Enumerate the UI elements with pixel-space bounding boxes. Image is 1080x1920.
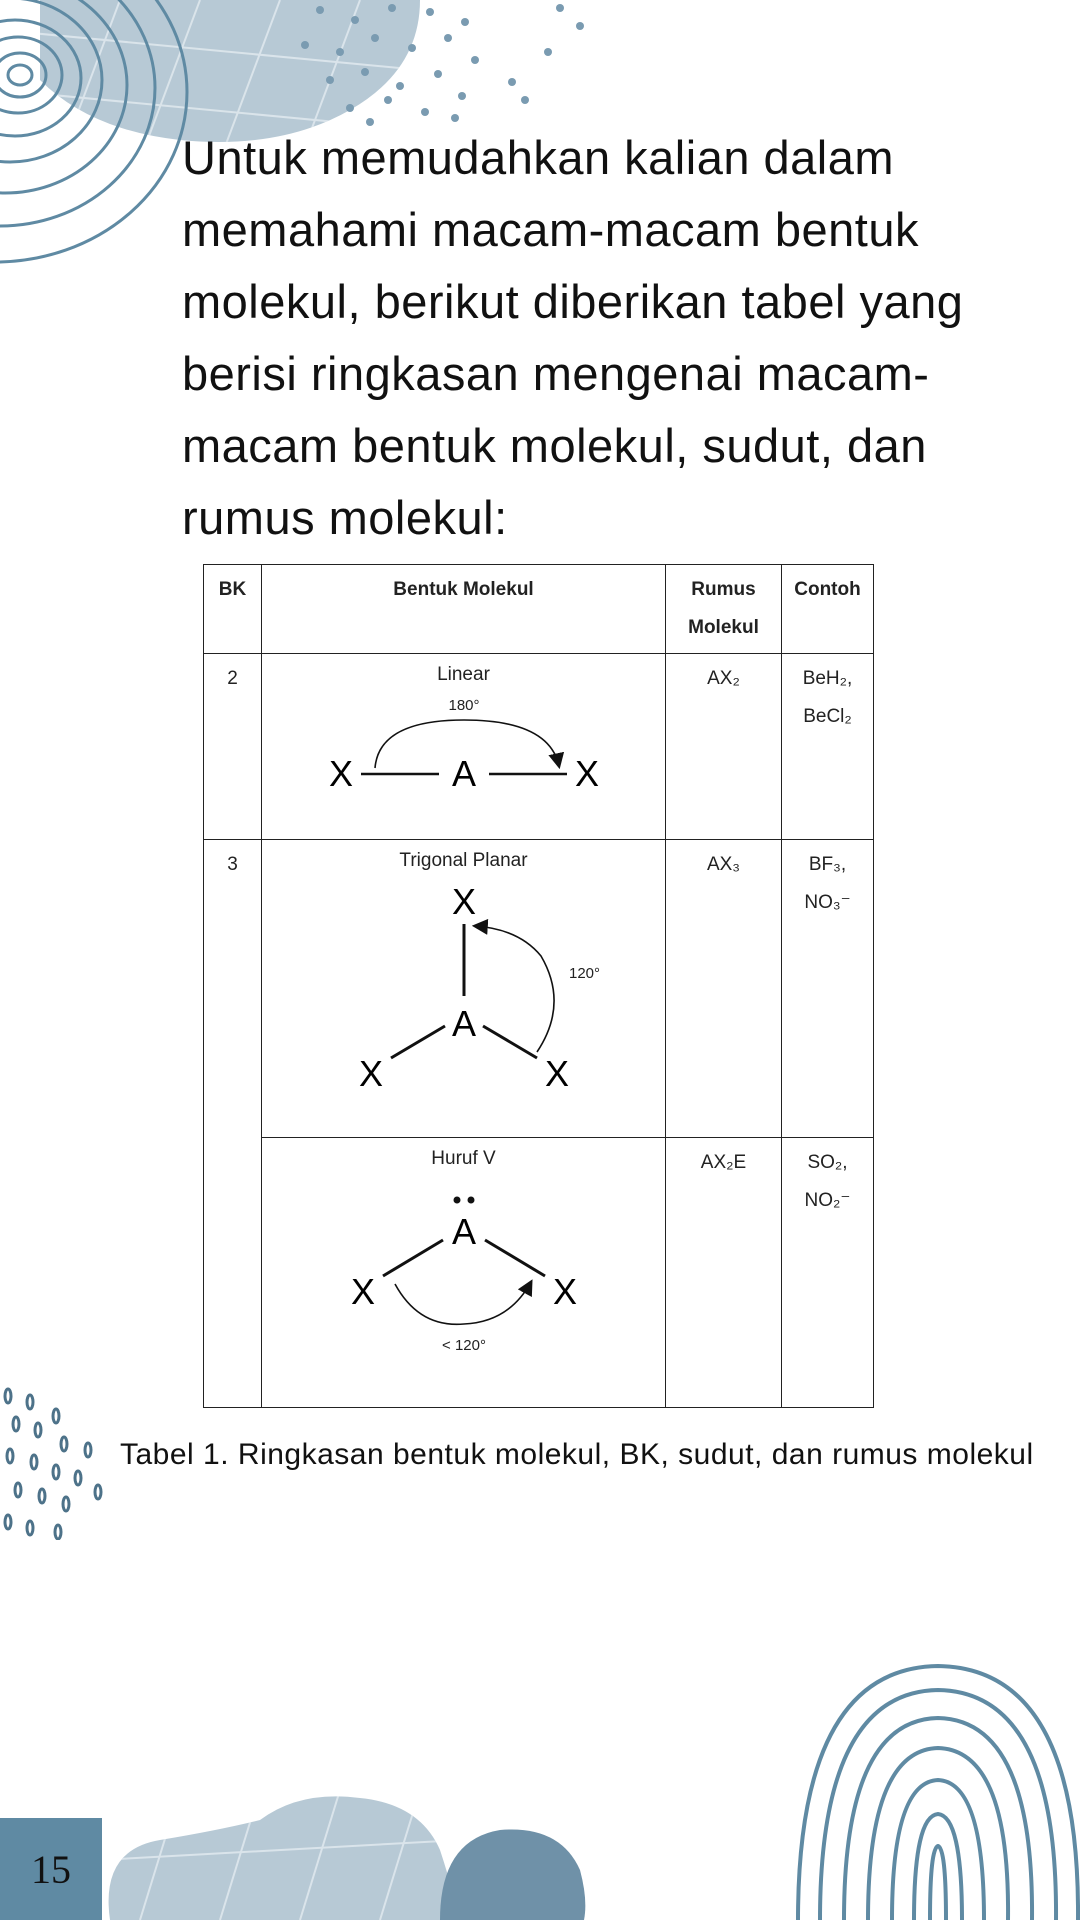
left-dots-decoration — [3, 1387, 103, 1540]
angle-label: < 120° — [442, 1337, 486, 1354]
angle-label: 180° — [448, 697, 479, 714]
ligand-atom-label: X — [544, 1053, 568, 1094]
ligand-atom-label: X — [350, 1271, 374, 1312]
bk-cell: 2 — [203, 653, 262, 840]
angle-label: 120° — [569, 965, 600, 982]
example-cell: BeH₂, BeCl₂ — [781, 653, 874, 840]
rainbow-arch-decoration — [796, 1663, 1080, 1920]
ligand-atom-label: X — [328, 753, 352, 794]
header-shape: Bentuk Molekul — [261, 564, 666, 654]
trigonal-planar-diagram: X A X X 120° — [358, 881, 600, 1094]
table-row: 2 Linear 180° X A X — [203, 653, 874, 840]
table-caption: Tabel 1. Ringkasan bentuk molekul, BK, s… — [120, 1438, 1034, 1471]
example-line2: NO₃⁻ — [804, 892, 851, 913]
central-atom-label: A — [451, 753, 475, 794]
shape-name: Huruf V — [431, 1148, 496, 1169]
example-line1: SO₂, — [807, 1152, 848, 1173]
example-line2: BeCl₂ — [803, 706, 852, 727]
shape-cell: Trigonal Planar X A X X 120° — [261, 839, 666, 1138]
bent-v-diagram: A X X < 120° — [350, 1196, 577, 1354]
bottom-blob-decoration — [108, 1796, 586, 1920]
example-line2: NO₂⁻ — [804, 1190, 851, 1211]
table-row: 3 Trigonal Planar X A X X — [203, 839, 874, 1408]
shape-name: Linear — [437, 664, 490, 685]
example-cell: SO₂, NO₂⁻ — [781, 1137, 874, 1408]
table-row: Huruf V A X X < 120° — [204, 1137, 874, 1408]
molecular-shape-table: BK Bentuk Molekul Rumus Molekul Contoh 2… — [203, 564, 874, 1408]
central-atom-label: A — [451, 1003, 475, 1044]
ligand-atom-label: X — [552, 1271, 576, 1312]
shape-cell: Linear 180° X A X — [261, 653, 666, 840]
header-formula-line1: Rumus — [691, 579, 756, 600]
formula-cell: AX₃ — [665, 839, 782, 1138]
header-bk: BK — [203, 564, 262, 654]
top-left-decoration — [0, 0, 584, 264]
header-formula: Rumus Molekul — [665, 564, 782, 654]
formula-cell: AX₂E — [665, 1137, 782, 1408]
ligand-atom-label: X — [451, 881, 475, 922]
linear-diagram: 180° X A X — [328, 697, 598, 794]
page-number: 15 — [31, 1847, 71, 1892]
lone-pair-dot — [467, 1196, 474, 1204]
table-header-row: BK Bentuk Molekul Rumus Molekul Contoh — [203, 564, 874, 654]
header-example: Contoh — [781, 564, 874, 654]
central-atom-label: A — [451, 1211, 475, 1252]
shape-cell: Huruf V A X X < 120° — [261, 1137, 666, 1408]
example-cell: BF₃, NO₃⁻ — [781, 839, 874, 1138]
example-line1: BeH₂, — [802, 668, 853, 689]
shape-name: Trigonal Planar — [399, 850, 528, 871]
page-number-box: 15 — [0, 1818, 102, 1920]
ligand-atom-label: X — [358, 1053, 382, 1094]
bk-cell: 3 — [203, 839, 262, 1408]
header-formula-line2: Molekul — [688, 617, 759, 638]
intro-paragraph: Untuk memudahkan kalian dalam memahami m… — [182, 131, 964, 544]
formula-cell: AX₂ — [665, 653, 782, 840]
lone-pair-dot — [453, 1196, 460, 1204]
ligand-atom-label: X — [574, 753, 598, 794]
example-line1: BF₃, — [808, 854, 847, 875]
